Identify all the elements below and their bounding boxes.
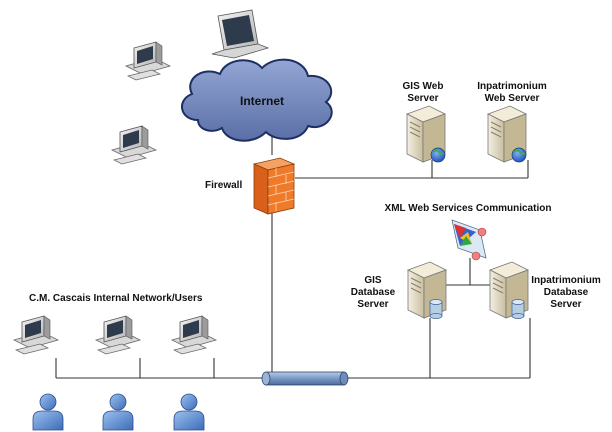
inpatrimonium-web-server-label-line2: Web Server (485, 93, 540, 104)
database-icon (429, 299, 443, 319)
inpatrimonium-web-server (487, 105, 527, 163)
inpatrimonium-db-server-label-line3: Server (550, 299, 581, 310)
xml-web-services-icon (451, 219, 487, 261)
gis-db-server-label-line3: Server (357, 299, 388, 310)
user-icon-3 (173, 393, 205, 431)
firewall-icon (252, 157, 296, 215)
internal-desktop-2 (95, 315, 141, 355)
gis-web-server (406, 105, 446, 163)
user-icon-1 (32, 393, 64, 431)
inpatrimonium-database-server (489, 261, 529, 319)
internet-client-desktop-2 (111, 125, 157, 165)
internet-client-laptop (211, 9, 270, 59)
inpatrimonium-db-server-label-line1: Inpatrimonium (531, 275, 601, 286)
firewall-label: Firewall (205, 180, 242, 191)
user-icon-2 (102, 393, 134, 431)
internet-label: Internet (240, 94, 284, 108)
gis-db-server-label-line1: GIS (364, 275, 382, 286)
network-bus-icon (261, 371, 349, 386)
internal-desktop-3 (171, 315, 217, 355)
internet-cloud: Internet (181, 58, 333, 142)
internal-desktop-1 (13, 315, 59, 355)
internal-network-label: C.M. Cascais Internal Network/Users (29, 293, 203, 304)
gis-database-server (407, 261, 447, 319)
inpatrimonium-web-server-label-line1: Inpatrimonium (477, 81, 547, 92)
xml-web-services-label: XML Web Services Communication (385, 203, 552, 214)
gis-web-server-label-line2: Server (407, 93, 438, 104)
gis-db-server-label-line2: Database (351, 287, 396, 298)
internet-client-desktop-1 (125, 41, 171, 81)
gis-web-server-label-line1: GIS Web (403, 81, 444, 92)
inpatrimonium-db-server-label-line2: Database (544, 287, 589, 298)
database-icon (511, 299, 525, 319)
